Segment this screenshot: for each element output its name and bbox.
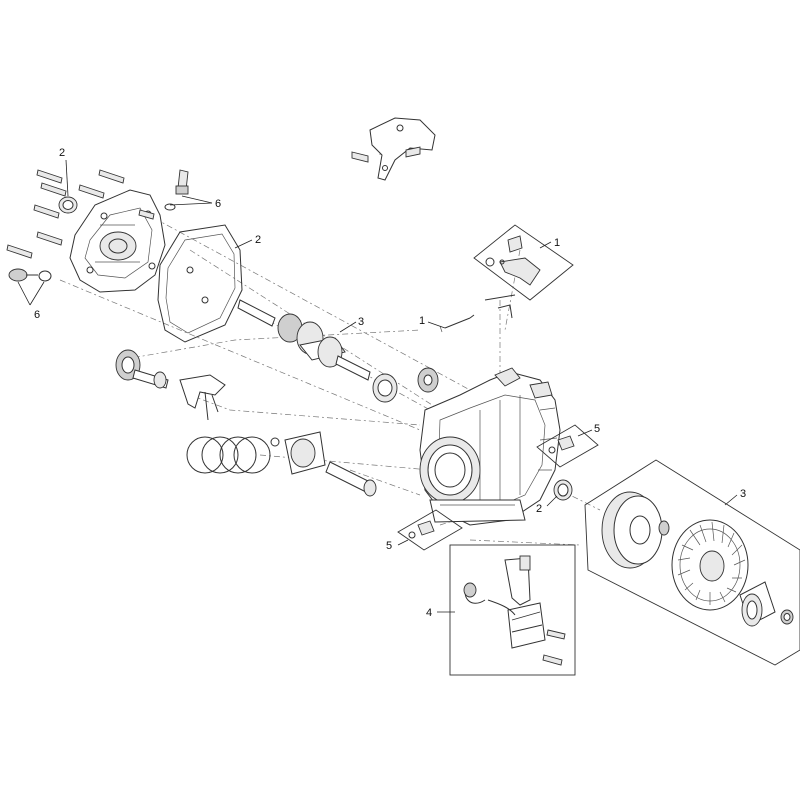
callout-3-crankshaft: 3 bbox=[358, 316, 364, 328]
crankcase-gasket bbox=[157, 224, 243, 343]
engine-block bbox=[419, 367, 561, 526]
choke-rod bbox=[439, 314, 475, 333]
leader-lines bbox=[17, 159, 738, 613]
callout-6-dipstick: 6 bbox=[215, 198, 221, 210]
parts-box-5-upper bbox=[536, 424, 599, 468]
connecting-rod bbox=[325, 461, 377, 497]
callout-1-choke-lever: 1 bbox=[554, 237, 560, 249]
camshaft bbox=[115, 349, 169, 389]
ignition-coil-box bbox=[449, 544, 576, 676]
callout-4-ignition: 4 bbox=[426, 607, 432, 619]
crankshaft bbox=[237, 299, 371, 381]
drain-plug bbox=[8, 268, 52, 282]
callout-2-seal-right: 2 bbox=[536, 503, 542, 515]
assembly-centerlines bbox=[59, 125, 601, 546]
piston-rings bbox=[186, 436, 271, 474]
governor-spring bbox=[484, 294, 516, 319]
cover-bolts bbox=[6, 169, 155, 259]
callout-2-gasket: 2 bbox=[255, 234, 261, 246]
piston bbox=[270, 431, 326, 475]
timing-gear bbox=[417, 367, 439, 393]
oil-dipstick bbox=[164, 169, 189, 211]
parts-box-5-lower bbox=[397, 509, 463, 551]
callout-2-oil-seal: 2 bbox=[59, 147, 65, 159]
crankcase-cover bbox=[58, 189, 166, 293]
callout-5-lower: 5 bbox=[386, 540, 392, 552]
callout-5-upper: 5 bbox=[594, 423, 600, 435]
callout-3-flywheel: 3 bbox=[740, 488, 746, 500]
flywheel-box bbox=[584, 459, 800, 666]
callout-1-choke-rod: 1 bbox=[419, 315, 425, 327]
callout-6-drain: 6 bbox=[34, 309, 40, 321]
crank-bearing bbox=[372, 373, 398, 403]
throttle-bracket bbox=[351, 117, 436, 181]
governor-arm bbox=[179, 374, 226, 421]
parts-box-1 bbox=[473, 224, 574, 301]
oil-seal bbox=[553, 479, 573, 501]
callout-labels: 2 6 2 6 1 1 3 3 5 2 5 4 bbox=[34, 147, 746, 619]
